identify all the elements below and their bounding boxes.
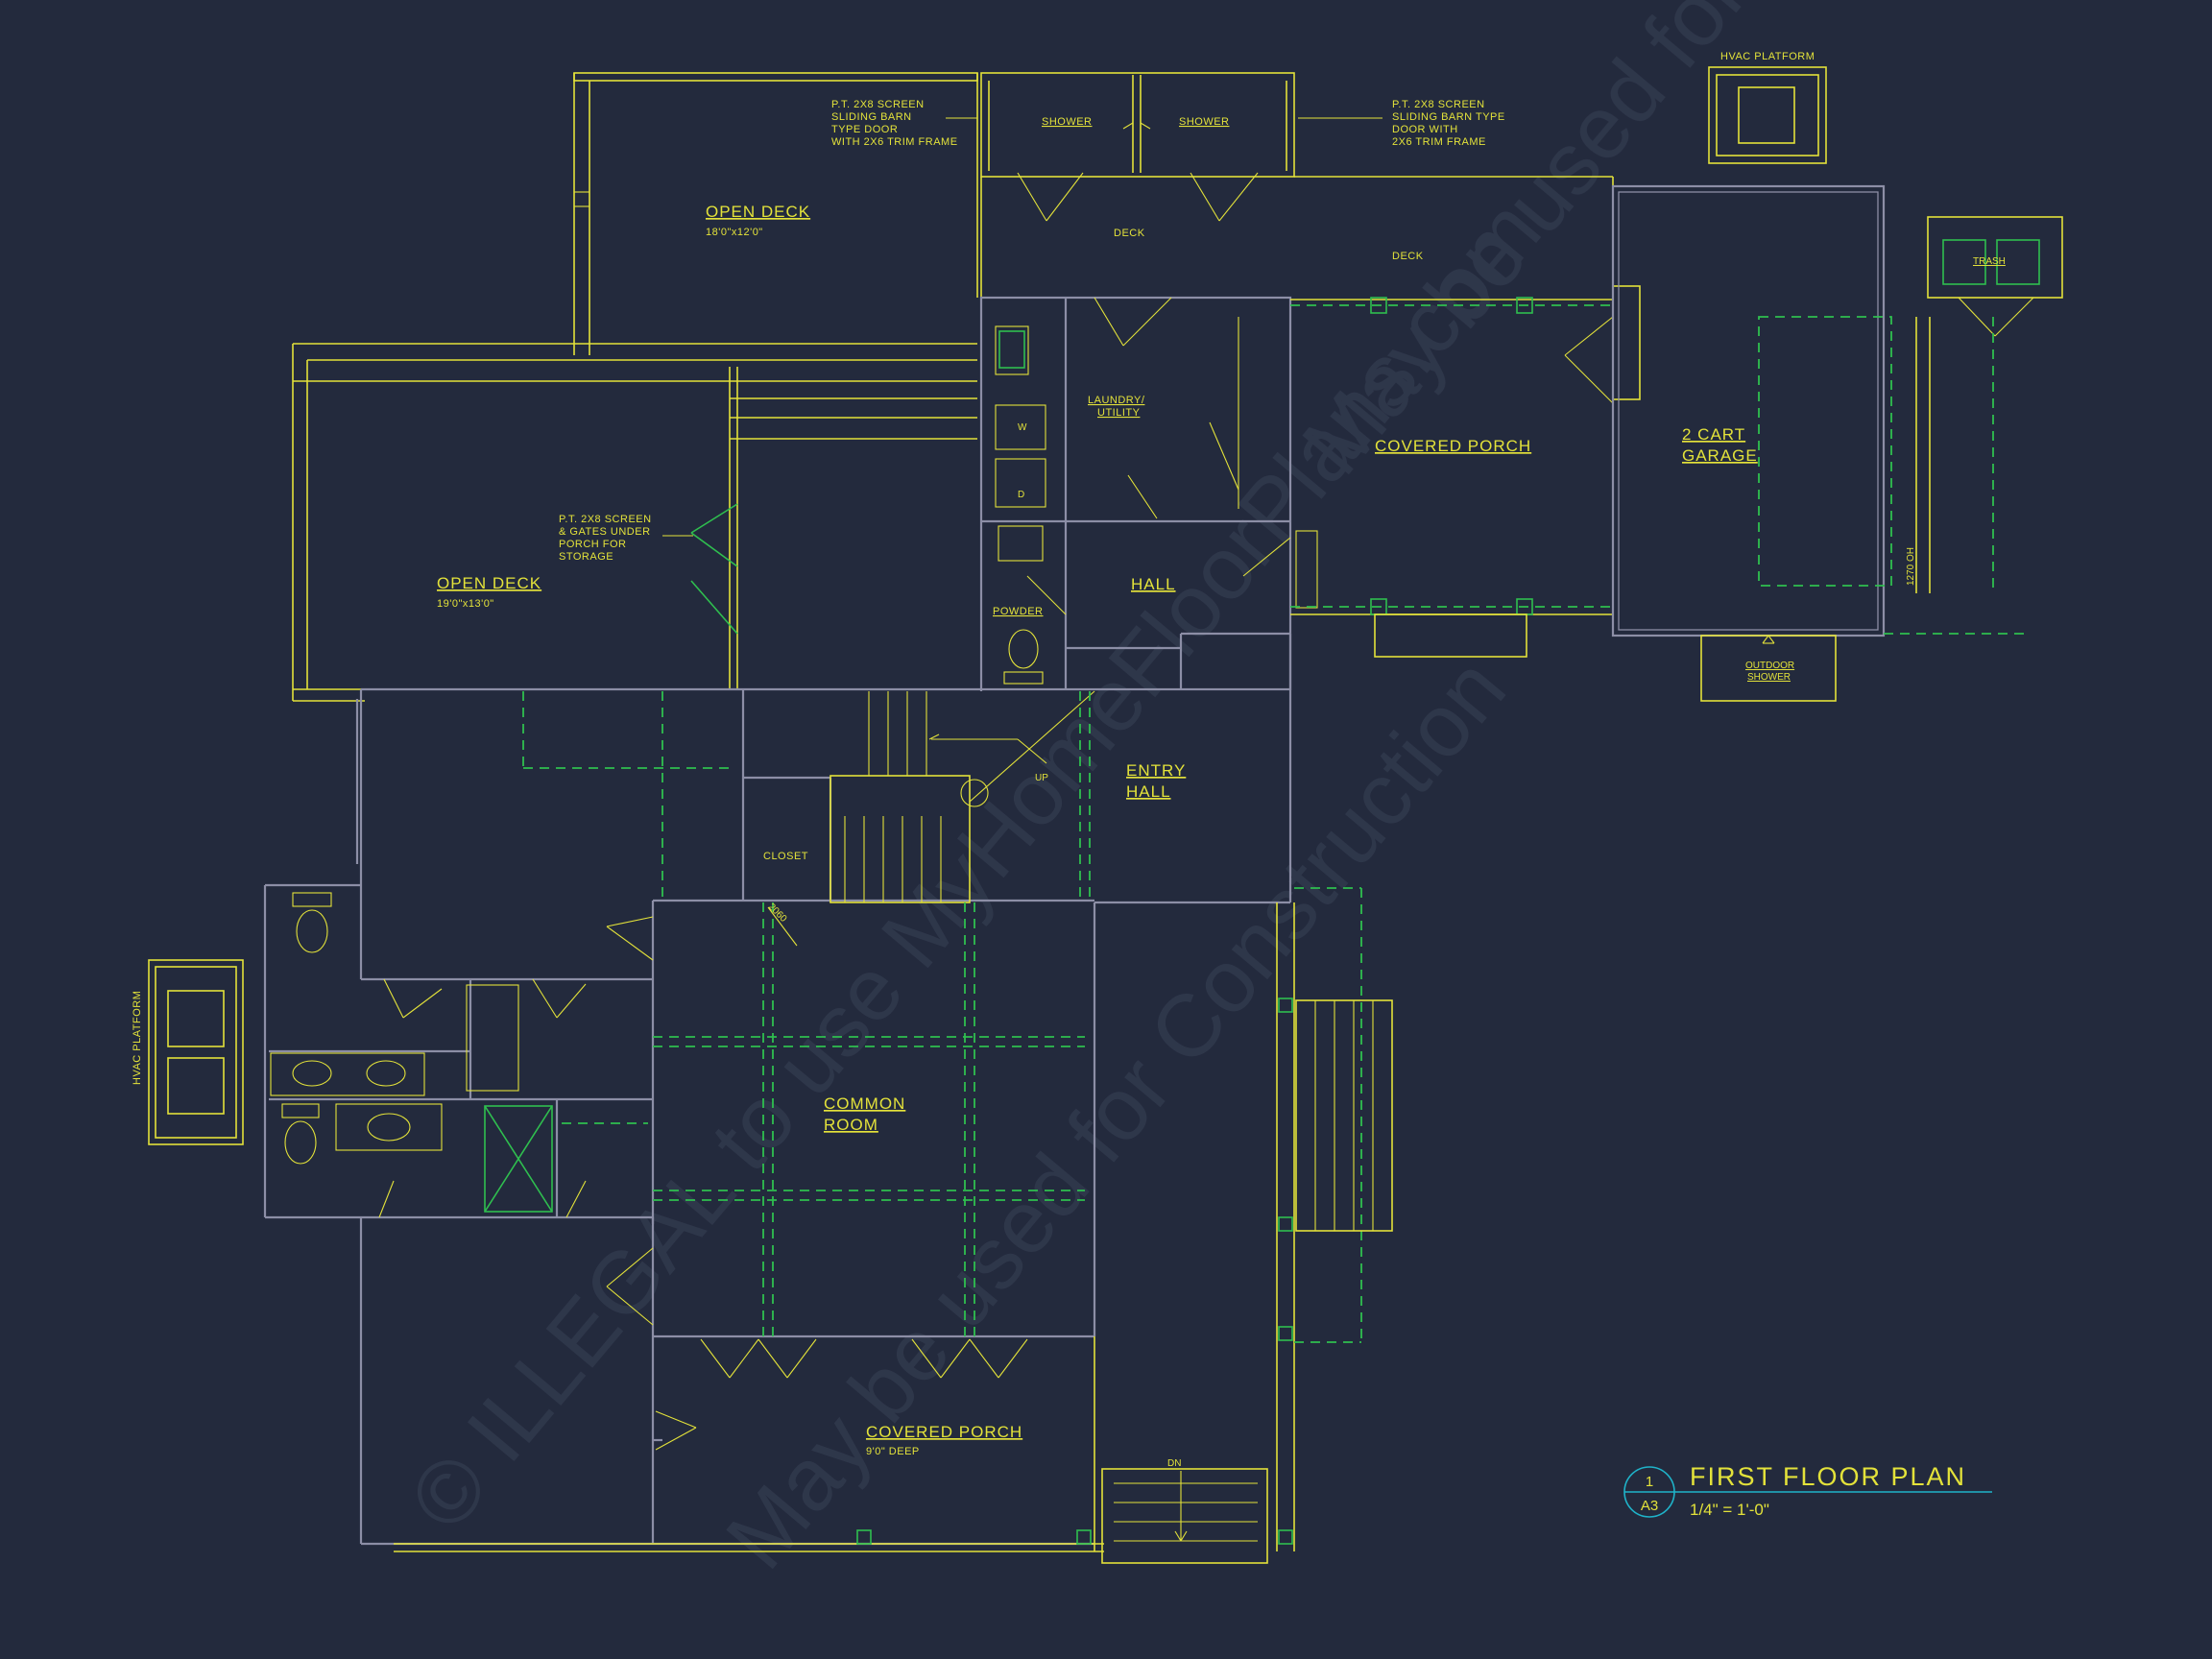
outdoor-showers-block	[980, 72, 1614, 298]
screen-note-3-l2: & GATES UNDER	[559, 526, 651, 538]
hvac-platform-left	[148, 959, 244, 1145]
title-block: 1 A3 FIRST FLOOR PLAN 1/4" = 1'-0"	[1623, 1462, 1992, 1519]
open-deck-left-label: OPEN DECK	[437, 574, 541, 592]
entry-hall-label-l1: ENTRY	[1126, 761, 1186, 780]
screen-note-3-l1: P.T. 2X8 SCREEN	[559, 514, 652, 525]
closet-door-label: 2060	[766, 902, 789, 925]
up-label: UP	[1035, 773, 1048, 783]
deck-1-label: DECK	[1114, 228, 1145, 239]
covered-porch-bottom-dim: 9'0" DEEP	[866, 1446, 920, 1457]
common-room-beams	[522, 691, 1091, 1336]
dn-label: DN	[1167, 1458, 1181, 1469]
shower-1-label: SHOWER	[1042, 116, 1093, 128]
hvac-left-label: HVAC PLATFORM	[132, 991, 143, 1085]
watermark: © ILLEGAL to use MyHomeFloorPlans.com Ma…	[391, 0, 2075, 1587]
garage-label-l2: GARAGE	[1682, 446, 1758, 465]
outdoor-shower-label-l2: SHOWER	[1747, 672, 1791, 683]
entry-hall-label-l2: HALL	[1126, 782, 1171, 801]
screen-note-2-l3: DOOR WITH	[1392, 124, 1458, 135]
garage-door-label: 1270 OH	[1906, 547, 1916, 586]
screen-note-1-l3: TYPE DOOR	[831, 124, 898, 135]
powder-label: POWDER	[993, 606, 1044, 617]
trash-enclosure	[1927, 216, 2063, 593]
trash-label: TRASH	[1973, 256, 2006, 267]
closet-label: CLOSET	[763, 851, 808, 862]
screen-note-1-l2: SLIDING BARN	[831, 111, 912, 123]
detail-number: 1	[1646, 1474, 1653, 1490]
sheet-number: A3	[1641, 1498, 1658, 1514]
open-deck-top-label: OPEN DECK	[706, 203, 810, 221]
screen-note-2-l4: 2X6 TRIM FRAME	[1392, 136, 1486, 148]
plan-scale: 1/4" = 1'-0"	[1690, 1501, 1769, 1519]
hall-label: HALL	[1131, 575, 1176, 593]
common-room-label-l2: ROOM	[824, 1116, 878, 1134]
washer-label: W	[1018, 422, 1027, 433]
screen-note-2-l1: P.T. 2X8 SCREEN	[1392, 99, 1485, 110]
covered-porch-bottom	[394, 887, 1393, 1564]
laundry-label-l1: LAUNDRY/	[1088, 395, 1145, 406]
screen-note-1-l1: P.T. 2X8 SCREEN	[831, 99, 925, 110]
laundry-hall-block	[979, 296, 1318, 691]
open-deck-top	[573, 72, 978, 355]
screen-note-3-l4: STORAGE	[559, 551, 613, 563]
open-deck-left-dim: 19'0"x13'0"	[437, 598, 494, 610]
shower-2-label: SHOWER	[1179, 116, 1230, 128]
screen-note-3-l3: PORCH FOR	[559, 539, 627, 550]
laundry-label-l2: UTILITY	[1097, 407, 1141, 419]
baths-left	[270, 892, 798, 1451]
deck-2-label: DECK	[1392, 251, 1424, 262]
open-deck-left	[292, 343, 977, 702]
hvac-platform-top	[1708, 66, 1827, 164]
covered-porch-top-label: COVERED PORCH	[1375, 437, 1531, 455]
garage	[1611, 184, 2026, 702]
common-room-label-l1: COMMON	[824, 1094, 905, 1113]
stairs-closet	[743, 690, 1095, 903]
garage-label-l1: 2 CART	[1682, 425, 1745, 444]
dryer-label: D	[1018, 490, 1024, 500]
covered-porch-bottom-label: COVERED PORCH	[866, 1423, 1022, 1441]
hvac-top-label: HVAC PLATFORM	[1720, 51, 1815, 62]
plan-title: FIRST FLOOR PLAN	[1690, 1462, 1966, 1491]
outdoor-shower-label-l1: OUTDOOR	[1745, 661, 1794, 671]
room-labels: OPEN DECK 18'0"x12'0" OPEN DECK 19'0"x13…	[132, 51, 2006, 1469]
screen-note-2-l2: SLIDING BARN TYPE	[1392, 111, 1505, 123]
open-deck-top-dim: 18'0"x12'0"	[706, 227, 763, 238]
watermark-line-3: May be used for Estimations	[1284, 0, 2075, 493]
screen-note-1-l4: WITH 2X6 TRIM FRAME	[831, 136, 958, 148]
